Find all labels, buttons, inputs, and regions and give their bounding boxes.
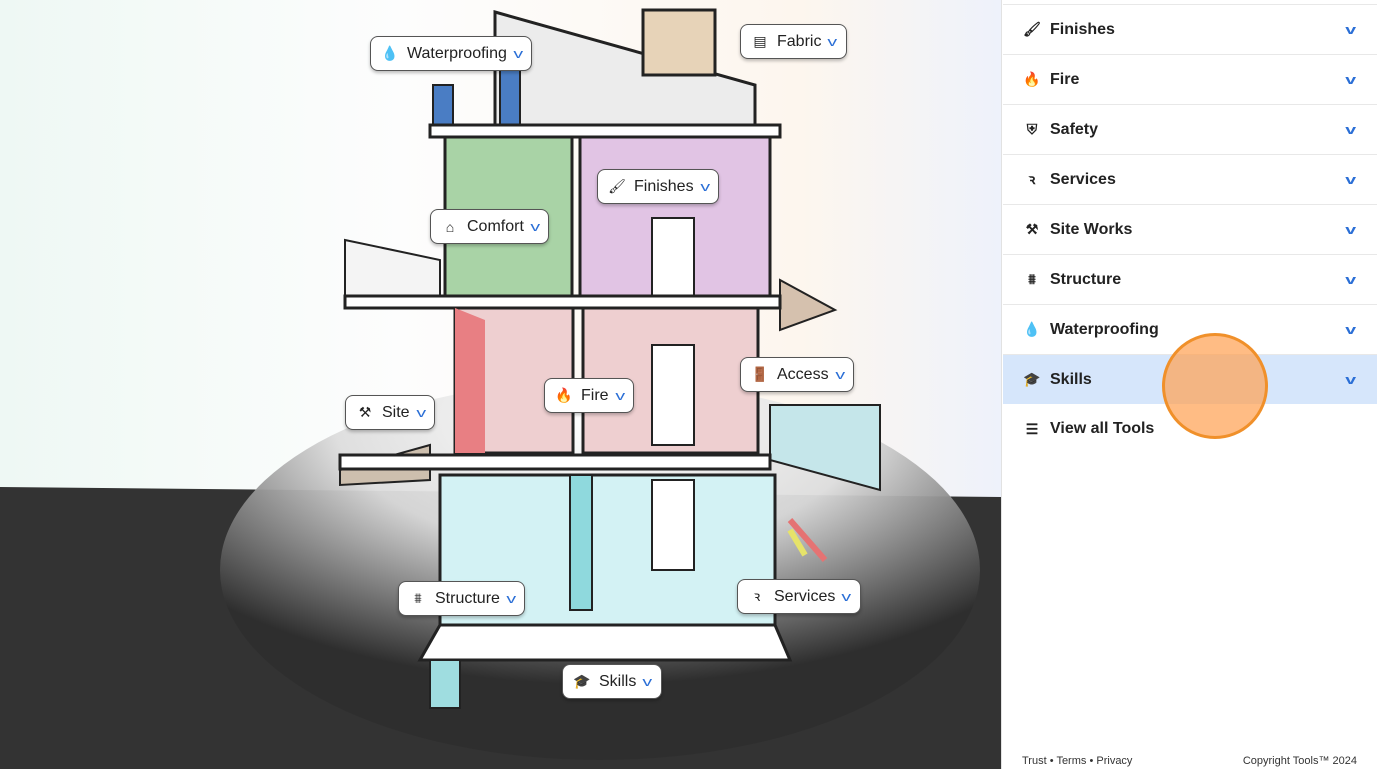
water-drop-icon: 💧 bbox=[381, 45, 399, 61]
chevron-down-icon: v bbox=[834, 367, 845, 382]
chevron-down-icon: v bbox=[1344, 222, 1356, 237]
sidebar-item-label: Structure bbox=[1050, 270, 1122, 288]
sidebar-item-fire[interactable]: 🔥 Fire v bbox=[1003, 54, 1377, 104]
tag-label: Fabric bbox=[777, 32, 822, 50]
tag-label: Waterproofing bbox=[407, 44, 507, 62]
tag-label: Access bbox=[777, 365, 829, 383]
chevron-down-icon: v bbox=[699, 179, 710, 194]
tag-label: Site bbox=[382, 403, 410, 421]
graduation-cap-icon: 🎓 bbox=[1023, 371, 1041, 387]
chevron-down-icon: v bbox=[1344, 372, 1356, 387]
water-drop-icon: 💧 bbox=[1023, 321, 1041, 337]
terms-link[interactable]: Terms bbox=[1056, 755, 1087, 767]
trust-link[interactable]: Trust bbox=[1022, 755, 1047, 767]
tag-label: Fire bbox=[581, 386, 609, 404]
excavator-icon: ⚒ bbox=[1025, 221, 1039, 237]
sidebar-item-waterproofing[interactable]: 💧 Waterproofing v bbox=[1003, 304, 1377, 354]
flame-icon: 🔥 bbox=[1023, 71, 1041, 87]
sidebar-item-label: Skills bbox=[1050, 370, 1092, 388]
tag-waterproofing[interactable]: 💧 Waterproofing v bbox=[370, 36, 533, 71]
flame-icon: 🔥 bbox=[555, 387, 573, 403]
chevron-down-icon: v bbox=[827, 34, 838, 49]
chevron-down-icon: v bbox=[1344, 172, 1356, 187]
building-cross-section bbox=[0, 8, 1001, 769]
sidebar-item-services[interactable]: ꝛ Services v bbox=[1003, 154, 1377, 204]
excavator-icon: ⚒ bbox=[358, 404, 372, 420]
sidebar-item-structure[interactable]: ⩩ Structure v bbox=[1003, 254, 1377, 304]
chevron-down-icon: v bbox=[415, 405, 426, 420]
sidebar-item-site-works[interactable]: ⚒ Site Works v bbox=[1003, 204, 1377, 254]
chevron-down-icon: v bbox=[1344, 272, 1356, 287]
chevron-down-icon: v bbox=[642, 674, 653, 689]
view-all-tools-link[interactable]: ☰ View all Tools bbox=[1003, 404, 1377, 454]
brick-wall-icon: ▤ bbox=[753, 33, 767, 49]
tag-label: Comfort bbox=[467, 217, 524, 235]
house-icon: ⌂ bbox=[445, 218, 455, 235]
tag-label: Finishes bbox=[634, 177, 694, 195]
chevron-down-icon: v bbox=[513, 46, 524, 61]
separator: • bbox=[1089, 755, 1094, 767]
tag-label: Services bbox=[774, 587, 836, 605]
tag-label: Skills bbox=[599, 672, 637, 690]
tag-comfort[interactable]: ⌂ Comfort v bbox=[430, 209, 550, 244]
tag-structure[interactable]: ⩩ Structure v bbox=[398, 581, 526, 616]
chevron-down-icon: v bbox=[1344, 122, 1356, 137]
graduation-cap-icon: 🎓 bbox=[573, 673, 591, 689]
chevron-down-icon: v bbox=[1344, 322, 1356, 337]
door-icon: 🚪 bbox=[751, 366, 769, 382]
privacy-link[interactable]: Privacy bbox=[1096, 755, 1133, 767]
sidebar-item-label: Finishes bbox=[1050, 20, 1115, 38]
bridge-icon: ⩩ bbox=[1028, 271, 1036, 287]
tag-finishes[interactable]: 🖌 Finishes v bbox=[597, 169, 720, 204]
sidebar-item-finishes[interactable]: 🖌 Finishes v bbox=[1003, 4, 1377, 54]
chevron-down-icon: v bbox=[506, 591, 517, 606]
chevron-down-icon: v bbox=[614, 388, 625, 403]
separator: • bbox=[1049, 755, 1054, 767]
tag-label: Structure bbox=[435, 589, 500, 607]
chevron-down-icon: v bbox=[841, 589, 852, 604]
sidebar-item-label: Services bbox=[1050, 170, 1116, 188]
tag-services[interactable]: ꝛ Services v bbox=[737, 579, 861, 614]
sidebar-item-label: Site Works bbox=[1050, 220, 1133, 238]
chevron-down-icon: v bbox=[530, 219, 541, 234]
paint-roller-icon: 🖌 bbox=[1023, 21, 1041, 37]
shield-plus-icon: ⛨ bbox=[1026, 121, 1038, 137]
paint-roller-icon: 🖌 bbox=[608, 178, 626, 194]
list-icon: ☰ bbox=[1025, 420, 1039, 437]
sidebar-item-safety[interactable]: ⛨ Safety v bbox=[1003, 104, 1377, 154]
copyright: Copyright Tools™ 2024 bbox=[1242, 755, 1357, 767]
chevron-down-icon: v bbox=[1344, 72, 1356, 87]
sidebar-item-label: Safety bbox=[1050, 120, 1099, 138]
bridge-icon: ⩩ bbox=[414, 590, 422, 606]
cursor-highlight bbox=[1162, 333, 1268, 439]
sidebar-item-label: Fire bbox=[1050, 70, 1080, 88]
plug-icon: ꝛ bbox=[1028, 171, 1036, 187]
plug-icon: ꝛ bbox=[753, 588, 761, 604]
view-all-label: View all Tools bbox=[1050, 420, 1155, 437]
sidebar-item-label: Waterproofing bbox=[1050, 320, 1159, 338]
chevron-down-icon: v bbox=[1344, 22, 1356, 37]
footer-links: Trust • Terms • Privacy bbox=[1022, 755, 1132, 767]
